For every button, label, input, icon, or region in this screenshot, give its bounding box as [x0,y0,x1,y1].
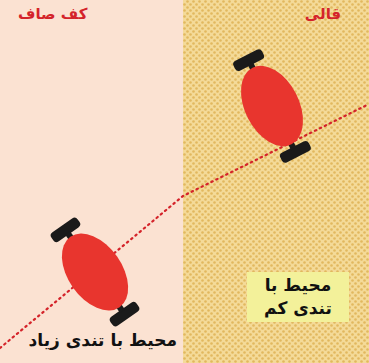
robot-path [0,104,369,348]
floor-label: قالی [305,4,341,24]
smooth-floor-region: کف صاف محیط با تندی زیاد [0,0,183,363]
environment-note: محیط با تندی زیاد [29,329,177,352]
smooth-floor [0,0,183,363]
robot [40,210,150,334]
environment-note: محیط با تندی کم [247,272,349,322]
carpet-region: قالی محیط با تندی کم [183,0,369,363]
robot [222,43,322,169]
floor-label: کف صاف [18,4,87,24]
